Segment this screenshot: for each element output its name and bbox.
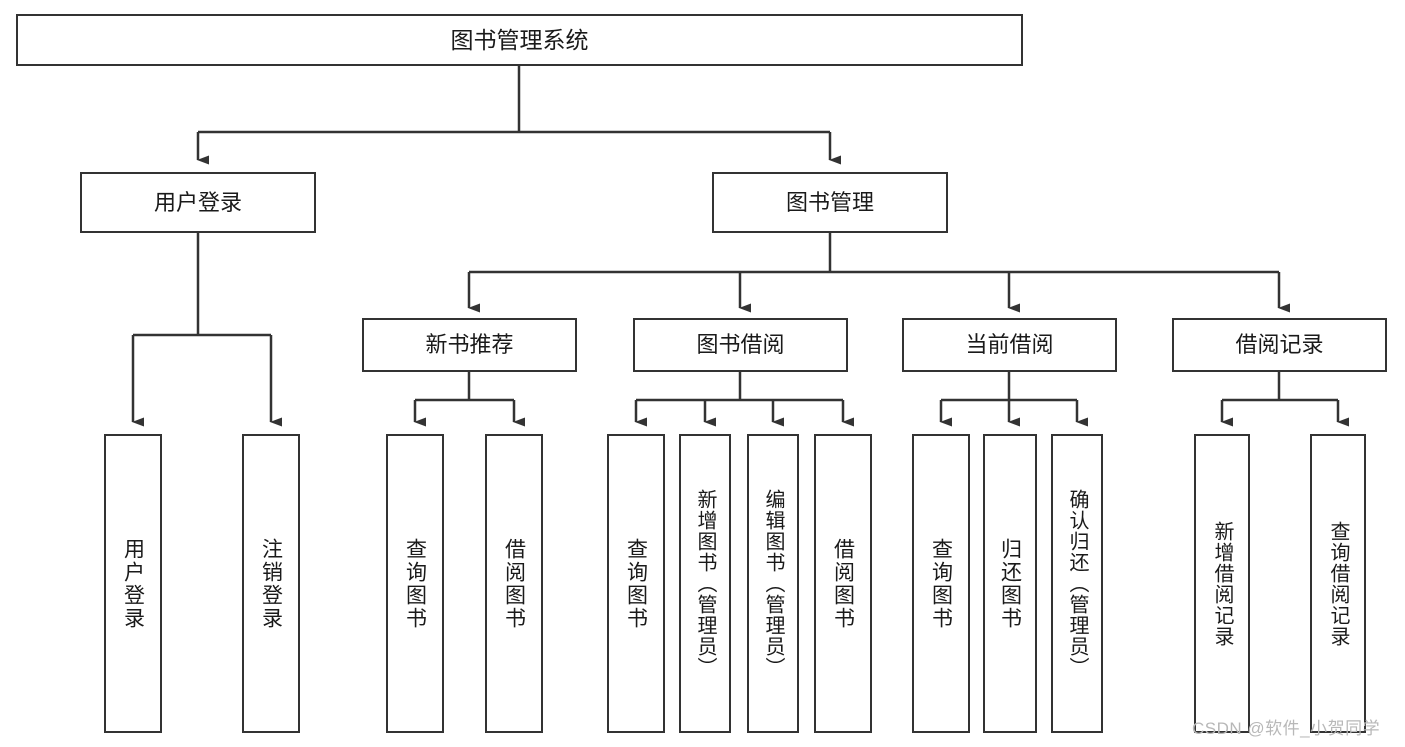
leaf-new-book-query-books[interactable]: 查询图书 — [386, 434, 444, 733]
node-current-borrowing[interactable]: 当前借阅 — [902, 318, 1117, 372]
leaf-user-login-signout[interactable]: 注销登录 — [242, 434, 300, 733]
node-user-login[interactable]: 用户登录 — [80, 172, 316, 233]
node-book-management[interactable]: 图书管理 — [712, 172, 948, 233]
node-label: 查询图书 — [929, 537, 953, 630]
leaf-current-borrow-confirm-return-admin[interactable]: 确认归还（管理员） — [1051, 434, 1103, 733]
node-label: 新书推荐 — [425, 332, 514, 358]
node-label: 用户登录 — [121, 537, 145, 630]
leaf-book-borrow-borrow-books[interactable]: 借阅图书 — [814, 434, 872, 733]
node-new-book-recommendation[interactable]: 新书推荐 — [362, 318, 577, 372]
node-label: 查询图书 — [403, 537, 427, 630]
node-label: 确认归还（管理员） — [1066, 489, 1088, 678]
node-label: 新增借阅记录 — [1211, 520, 1233, 647]
node-label: 查询借阅记录 — [1327, 520, 1349, 647]
leaf-user-login-signin[interactable]: 用户登录 — [104, 434, 162, 733]
node-label: 借阅图书 — [502, 537, 526, 630]
node-label: 归还图书 — [998, 537, 1022, 630]
node-book-borrowing[interactable]: 图书借阅 — [633, 318, 848, 372]
node-root-book-management-system[interactable]: 图书管理系统 — [16, 14, 1023, 66]
leaf-current-borrow-query-books[interactable]: 查询图书 — [912, 434, 970, 733]
node-label: 图书管理 — [785, 189, 874, 215]
node-label: 图书管理系统 — [450, 26, 589, 53]
leaf-book-borrow-edit-book-admin[interactable]: 编辑图书（管理员） — [747, 434, 799, 733]
leaf-borrow-record-add-record[interactable]: 新增借阅记录 — [1194, 434, 1250, 733]
leaf-new-book-borrow-books[interactable]: 借阅图书 — [485, 434, 543, 733]
node-label: 注销登录 — [259, 537, 283, 630]
node-label: 查询图书 — [624, 537, 648, 630]
leaf-book-borrow-add-book-admin[interactable]: 新增图书（管理员） — [679, 434, 731, 733]
node-borrowing-records[interactable]: 借阅记录 — [1172, 318, 1387, 372]
node-label: 用户登录 — [153, 189, 242, 215]
leaf-borrow-record-query-record[interactable]: 查询借阅记录 — [1310, 434, 1366, 733]
node-label: 当前借阅 — [965, 332, 1054, 358]
node-label: 图书借阅 — [696, 332, 785, 358]
node-label: 编辑图书（管理员） — [762, 489, 784, 678]
csdn-watermark: CSDN @软件_小贺同学 — [1192, 719, 1381, 738]
leaf-current-borrow-return-books[interactable]: 归还图书 — [983, 434, 1037, 733]
node-label: 新增图书（管理员） — [694, 489, 716, 678]
leaf-book-borrow-query-books[interactable]: 查询图书 — [607, 434, 665, 733]
node-label: 借阅图书 — [831, 537, 855, 630]
node-label: 借阅记录 — [1235, 332, 1324, 358]
